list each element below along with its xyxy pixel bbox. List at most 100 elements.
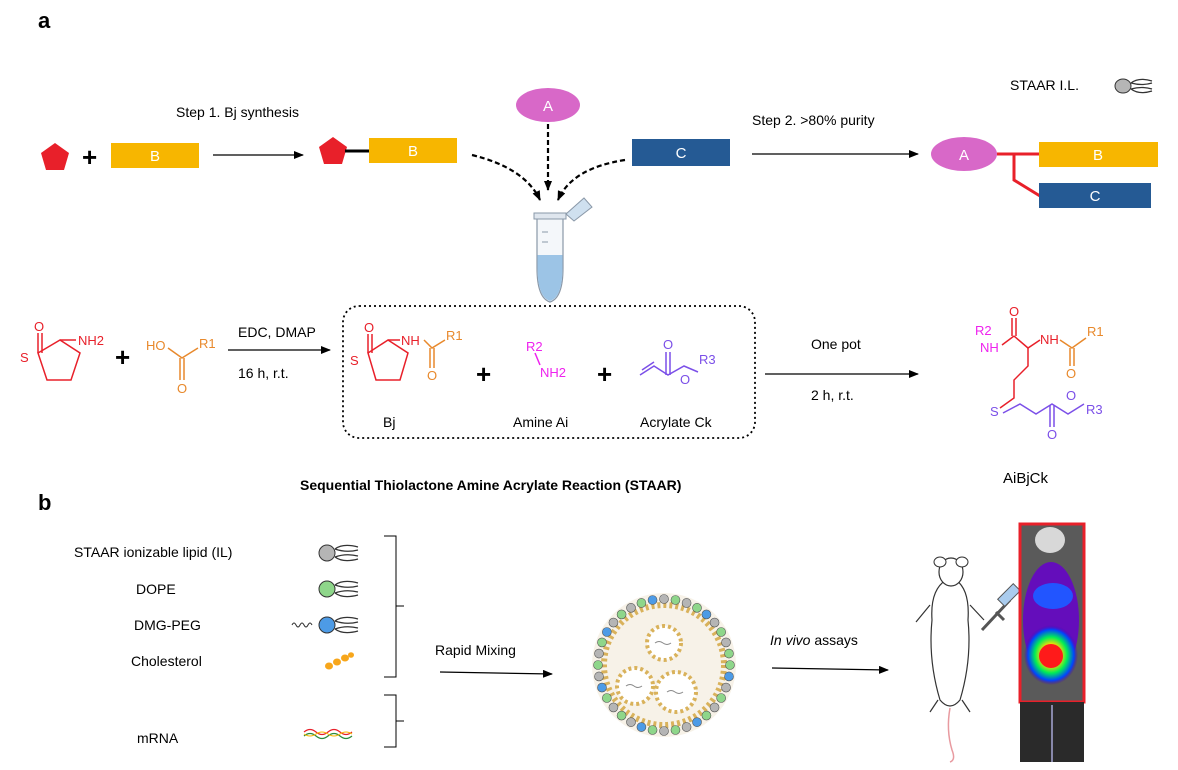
lnp-surface-lipid	[724, 671, 734, 682]
bj-r1: R1	[446, 328, 463, 343]
dashed-arrow-bj	[471, 153, 541, 201]
lnp-surface-lipid	[597, 682, 607, 693]
staar-title: Sequential Thiolactone Amine Acrylate Re…	[300, 477, 681, 493]
product-r2: R2	[975, 323, 992, 338]
block-bj	[369, 138, 457, 163]
lnp-surface-lipid	[670, 725, 681, 735]
mrna-strand-icon	[303, 728, 353, 740]
lnp-surface-lipid	[725, 660, 735, 670]
bj-label: Bj	[383, 414, 395, 430]
product-label: AiBjCk	[1003, 470, 1049, 487]
mouse-icon	[915, 556, 1022, 763]
acid-r1: R1	[199, 336, 216, 351]
il-linker	[997, 152, 1041, 198]
product-nh: NH	[980, 340, 999, 355]
in-vivo-assays-label: In vivo assays	[770, 632, 858, 648]
il-tail-c-label: C	[1090, 188, 1101, 205]
plus-sign-1: +	[82, 142, 97, 172]
dashed-arrow-c	[556, 158, 626, 201]
block-a-label: A	[543, 98, 553, 115]
acrylate-label: Acrylate Ck	[640, 414, 713, 430]
il-tail-c	[1039, 183, 1151, 208]
assays-text: assays	[810, 632, 857, 648]
lnp-surface-lipid	[701, 710, 712, 721]
lnp-surface-lipid	[602, 693, 612, 703]
lnp-surface-lipid	[709, 617, 720, 628]
lnp-surface-lipid	[608, 617, 619, 628]
bj-nh: NH	[401, 333, 420, 348]
lnp-surface-lipid	[597, 637, 607, 648]
lipid-gray-icon	[1114, 78, 1153, 94]
in-vivo-italic: In vivo	[770, 632, 811, 648]
panel-b-label: b	[38, 490, 51, 515]
plus-sign-3: +	[476, 359, 491, 389]
block-b-reagent	[111, 143, 199, 168]
cholesterol-icon	[325, 652, 354, 670]
lnp-surface-lipid	[602, 627, 612, 637]
block-a-ellipse	[516, 88, 580, 122]
bj-o2: O	[427, 368, 437, 383]
plus-sign-4: +	[597, 359, 612, 389]
panel-a-label: a	[38, 8, 51, 33]
amine-nh2: NH2	[540, 365, 566, 380]
lnp-surface-lipid	[670, 595, 681, 605]
il-tail-b-label: B	[1093, 147, 1103, 164]
lnp-surface-lipid	[721, 637, 731, 648]
lipid-nanoparticle-icon	[592, 593, 736, 737]
time2-label: 2 h, r.t.	[811, 387, 854, 403]
product-o2: O	[1066, 366, 1076, 381]
bj-s: S	[350, 353, 359, 368]
lnp-surface-lipid	[626, 603, 636, 613]
legend-il-label: STAAR I.L.	[1010, 77, 1079, 93]
bj-o: O	[364, 320, 374, 335]
mrna-label: mRNA	[137, 730, 179, 746]
acrylate-r3: R3	[699, 352, 716, 367]
step2-label: Step 2. >80% purity	[752, 112, 875, 128]
lnp-surface-lipid	[721, 682, 731, 693]
one-pot-label: One pot	[811, 336, 861, 352]
bioluminescence-image	[1018, 522, 1086, 762]
lnp-surface-lipid	[659, 726, 669, 736]
il-tail-b	[1039, 142, 1158, 167]
acid-ho: HO	[146, 338, 166, 353]
reagents-time1-label: 16 h, r.t.	[238, 365, 289, 381]
lnp-surface-lipid	[659, 594, 669, 604]
lnp-surface-lipid	[716, 627, 726, 637]
lnp-surface-lipid	[701, 609, 712, 620]
lipid-dope-icon	[318, 580, 359, 598]
product-aibjck-structure: R2 NH O NH O R1 S O O R3	[975, 304, 1104, 442]
reagents-edc-label: EDC, DMAP	[238, 324, 316, 340]
carboxylic-acid-structure: HO O R1	[146, 336, 216, 396]
lnp-surface-lipid	[716, 693, 726, 703]
component-il: STAAR ionizable lipid (IL)	[74, 544, 232, 560]
lnp-surface-lipid	[681, 598, 692, 608]
thiolactone-s: S	[20, 350, 29, 365]
il-head-a	[931, 137, 997, 171]
step1-label: Step 1. Bj synthesis	[176, 104, 299, 120]
acrylate-o2: O	[680, 372, 690, 387]
product-r1: R1	[1087, 324, 1104, 339]
lnp-surface-lipid	[626, 717, 636, 727]
amine-r2: R2	[526, 339, 543, 354]
lnp-surface-lipid	[724, 648, 734, 659]
block-c-label: C	[676, 145, 687, 162]
one-pot-dotted-box	[342, 305, 756, 439]
rapid-mixing-label: Rapid Mixing	[435, 642, 516, 658]
lipid-il-icon	[318, 544, 359, 562]
amine-label: Amine Ai	[513, 414, 568, 430]
thiolactone-nh2: NH2	[78, 333, 104, 348]
homocysteine-thiolactone-structure: O S NH2	[20, 319, 104, 381]
lnp-surface-lipid	[647, 725, 658, 735]
product-o3: O	[1047, 427, 1057, 442]
lnp-surface-lipid	[692, 603, 702, 613]
block-b-label: B	[150, 148, 160, 165]
lipid-dmg-peg-icon	[291, 616, 359, 634]
thiolactone-o: O	[34, 319, 44, 334]
lnp-surface-lipid	[647, 595, 658, 605]
product-o4: O	[1066, 388, 1076, 403]
product-r3: R3	[1086, 402, 1103, 417]
acid-o: O	[177, 381, 187, 396]
il-head-a-label: A	[959, 147, 969, 164]
component-dope: DOPE	[136, 581, 176, 597]
